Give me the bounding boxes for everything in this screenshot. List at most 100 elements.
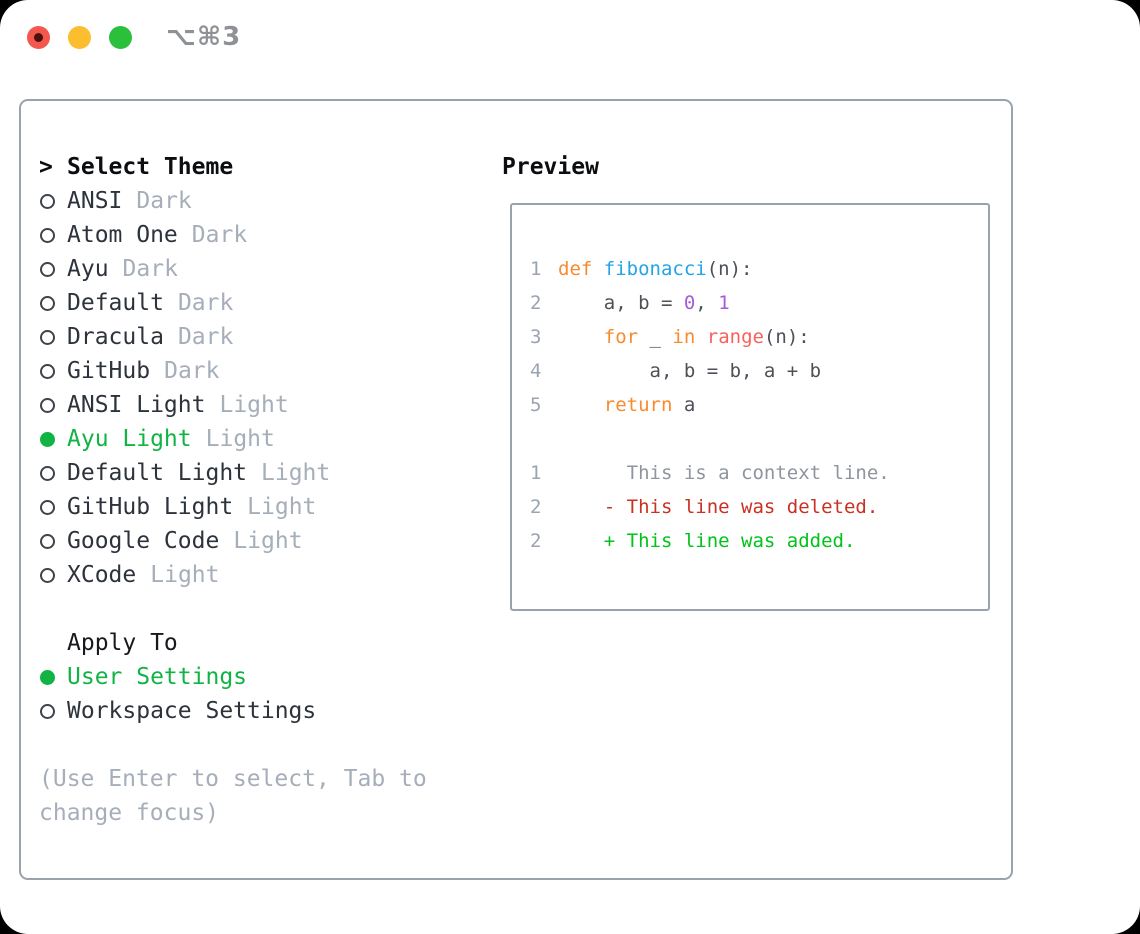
hint-text: (Use Enter to select, Tab to change focu… <box>39 766 427 826</box>
zoom-button[interactable] <box>109 26 132 49</box>
code-line: 2 + This line was added. <box>530 524 988 558</box>
line-number: 1 <box>530 462 542 484</box>
apply-to-title: Apply To <box>67 630 178 656</box>
line-number: 1 <box>530 258 542 280</box>
token-context: This is a context line. <box>558 462 890 484</box>
theme-variant-tag: Dark <box>191 222 248 248</box>
token-text <box>695 326 706 348</box>
token-text <box>592 258 603 280</box>
theme-variant-tag: Light <box>233 528 303 554</box>
apply-to-header: Apply To <box>39 626 459 660</box>
radio-icon <box>40 261 55 277</box>
token-text: a, b = <box>558 292 684 314</box>
theme-option[interactable]: XCode Light <box>39 558 459 592</box>
preview-title: Preview <box>502 154 599 180</box>
token-text: (n): <box>706 258 753 280</box>
option-label: ANSI Light <box>67 392 206 418</box>
radio-icon <box>40 499 55 515</box>
option-label: Default Light <box>67 460 248 486</box>
traffic-lights <box>27 26 132 49</box>
code-line: 2 - This line was deleted. <box>530 490 988 524</box>
radio-icon <box>40 465 55 481</box>
token-keyword: for <box>603 326 639 348</box>
token-keyword: in <box>672 326 696 348</box>
apply-option[interactable]: Workspace Settings <box>39 694 459 728</box>
theme-variant-tag: Dark <box>177 324 234 350</box>
option-label: Workspace Settings <box>67 698 317 724</box>
token-number: 0 <box>683 292 696 314</box>
option-label: Ayu <box>67 256 109 282</box>
option-label: User Settings <box>67 664 248 690</box>
line-number: 2 <box>530 530 542 552</box>
code-line <box>530 422 988 456</box>
token-deleted: - This line was deleted. <box>558 496 879 518</box>
theme-variant-tag: Dark <box>177 290 234 316</box>
theme-variant-tag: Dark <box>164 358 220 384</box>
radio-icon <box>40 567 55 583</box>
radio-icon <box>40 295 55 311</box>
close-dot-icon <box>34 33 43 42</box>
minimize-button[interactable] <box>68 26 91 49</box>
option-label: Dracula <box>67 324 164 350</box>
line-number: 5 <box>530 394 542 416</box>
preview-header: Preview <box>502 150 599 184</box>
option-label: Atom One <box>67 222 178 248</box>
close-button[interactable] <box>27 26 50 49</box>
radio-icon <box>40 533 55 549</box>
theme-option[interactable]: Ayu Light Light <box>39 422 459 456</box>
theme-variant-tag: Dark <box>136 188 192 214</box>
theme-option[interactable]: Atom One Dark <box>39 218 459 252</box>
token-builtin: range <box>706 326 764 348</box>
line-number: 2 <box>530 292 542 314</box>
line-number: 2 <box>530 496 542 518</box>
theme-variant-tag: Light <box>150 562 220 588</box>
theme-option[interactable]: Dracula Dark <box>39 320 459 354</box>
theme-variant-tag: Light <box>261 460 331 486</box>
theme-variant-tag: Light <box>247 494 317 520</box>
radio-selected-icon <box>40 431 55 447</box>
token-text: _ <box>638 326 673 348</box>
code-line: 5 return a <box>530 388 988 422</box>
token-text: , <box>695 292 719 314</box>
radio-icon <box>40 227 55 243</box>
option-label: GitHub <box>67 358 151 384</box>
theme-option[interactable]: Default Light Light <box>39 456 459 490</box>
line-number: 4 <box>530 360 542 382</box>
radio-icon <box>40 329 55 345</box>
theme-option[interactable]: Google Code Light <box>39 524 459 558</box>
code-line: 2 a, b = 0, 1 <box>530 286 988 320</box>
radio-icon <box>40 363 55 379</box>
token-keyword: return <box>603 394 673 416</box>
option-label: Google Code <box>67 528 220 554</box>
token-added: + This line was added. <box>558 530 856 552</box>
token-text: a, b = b, a + b <box>558 360 822 382</box>
option-label: Default <box>67 290 164 316</box>
theme-option[interactable]: GitHub Dark <box>39 354 459 388</box>
titlebar: ⌥⌘3 <box>0 0 1140 74</box>
radio-selected-icon <box>40 669 55 685</box>
line-number: 3 <box>530 326 542 348</box>
theme-option[interactable]: Default Dark <box>39 286 459 320</box>
option-label: Ayu Light <box>67 426 192 452</box>
code-line: 1 This is a context line. <box>530 456 988 490</box>
window-title: ⌥⌘3 <box>166 22 242 52</box>
apply-option[interactable]: User Settings <box>39 660 459 694</box>
token-text: a <box>672 394 696 416</box>
radio-icon <box>40 703 55 719</box>
option-label: XCode <box>67 562 137 588</box>
token-function: fibonacci <box>603 258 707 280</box>
code-line: 4 a, b = b, a + b <box>530 354 988 388</box>
radio-icon <box>40 397 55 413</box>
select-theme-header: > Select Theme <box>39 150 459 184</box>
token-text <box>558 394 604 416</box>
radio-icon <box>40 193 55 209</box>
theme-variant-tag: Light <box>205 426 275 452</box>
